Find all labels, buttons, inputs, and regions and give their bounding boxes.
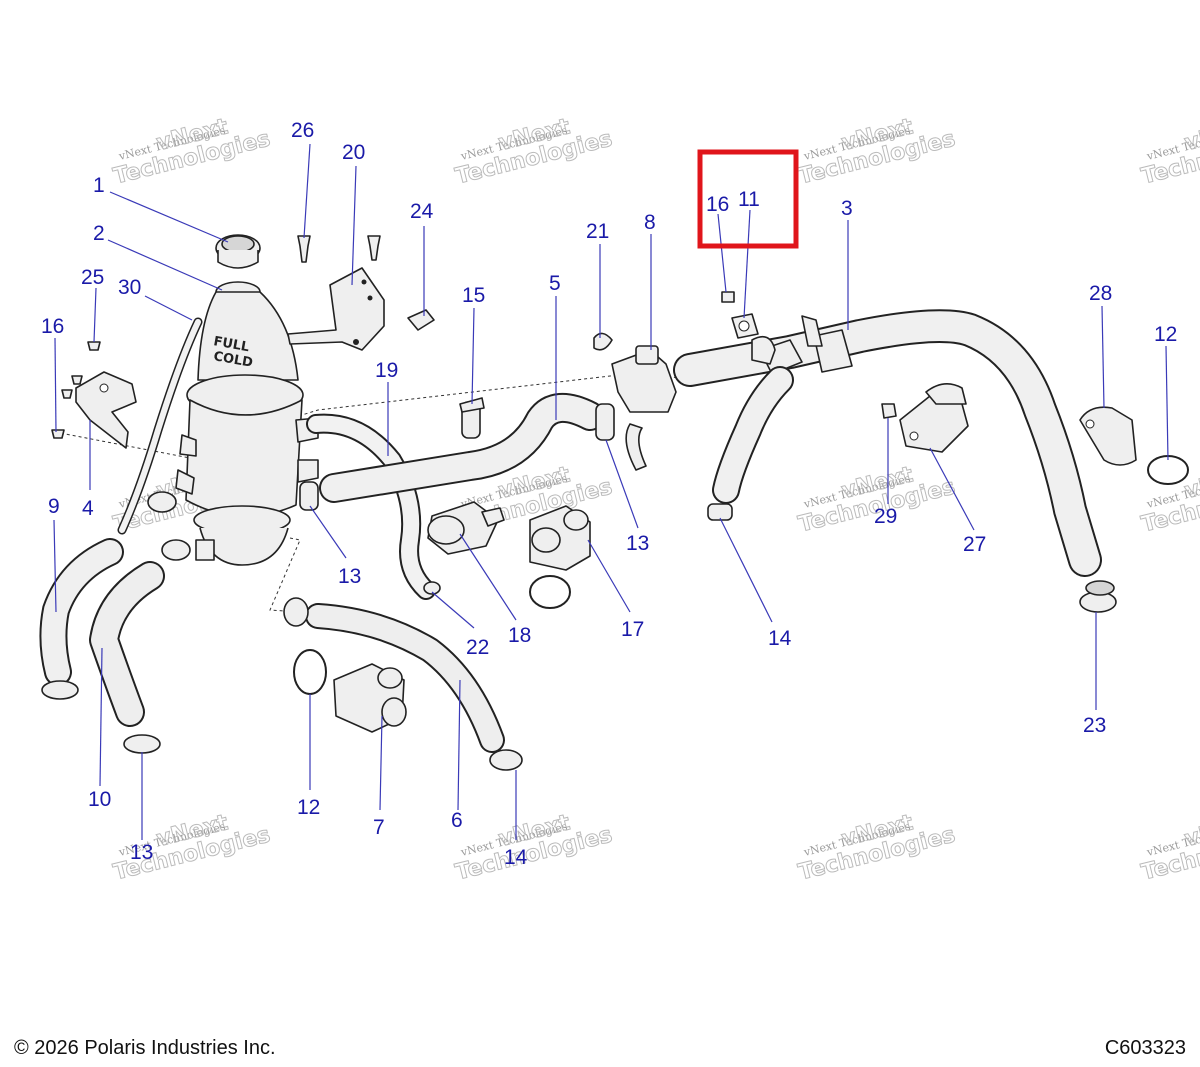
- mounting-bracket: [287, 267, 385, 351]
- svg-text:FULL: FULL: [212, 334, 250, 355]
- watermark: vNext Technologies Technologies vNext: [1139, 810, 1200, 886]
- watermark: vNext Technologies Technologies vNext: [111, 114, 274, 190]
- callout-22[interactable]: 22: [466, 636, 489, 659]
- clamp-15: [459, 397, 485, 439]
- thermostat-housing-8: [611, 345, 677, 471]
- callout-24[interactable]: 24: [410, 200, 434, 223]
- callout-11[interactable]: 11: [738, 188, 760, 211]
- nut-16: [721, 291, 735, 303]
- clamp-13-left: [147, 491, 191, 561]
- callout-6[interactable]: 6: [451, 809, 463, 832]
- clamp-22: [423, 581, 441, 595]
- callout-14-right[interactable]: 14: [768, 627, 792, 650]
- callout-9[interactable]: 9: [48, 495, 60, 518]
- callout-13-right[interactable]: 13: [626, 532, 649, 555]
- clamp-23: [1079, 580, 1117, 613]
- callout-12-left[interactable]: 12: [297, 796, 320, 819]
- parts: FULL COLD: [39, 234, 1189, 771]
- watermark: vNext Technologies Technologies vNext: [1139, 462, 1200, 538]
- callout-26[interactable]: 26: [291, 119, 314, 142]
- callout-16-left[interactable]: 16: [41, 315, 64, 338]
- watermark: vNext Technologies Technologies vNext: [1139, 114, 1200, 190]
- vent-tube: [117, 317, 203, 535]
- callout-4[interactable]: 4: [82, 497, 94, 520]
- callout-8[interactable]: 8: [644, 211, 656, 234]
- hose-10: [89, 561, 165, 754]
- callout-5[interactable]: 5: [549, 272, 561, 295]
- hose-19: [306, 413, 436, 600]
- fitting-7: [333, 663, 407, 733]
- callout-19[interactable]: 19: [375, 359, 398, 382]
- callout-25[interactable]: 25: [81, 266, 104, 289]
- callout-1[interactable]: 1: [93, 174, 105, 197]
- callout-29[interactable]: 29: [874, 505, 897, 528]
- callout-20[interactable]: 20: [342, 141, 365, 164]
- elbow-28: [1079, 406, 1137, 466]
- leader-lines: [53, 143, 1169, 840]
- fitting-11: [731, 313, 776, 365]
- callout-27[interactable]: 27: [963, 533, 986, 556]
- watermark: vNext Technologies Technologies vNext: [453, 114, 616, 190]
- coolant-reservoir: FULL COLD: [175, 281, 319, 566]
- highlight-box: [697, 149, 799, 249]
- callout-7[interactable]: 7: [373, 816, 385, 839]
- hose-5: [319, 393, 605, 503]
- screw-left: [51, 341, 101, 439]
- bracket-27: [899, 383, 969, 453]
- push-pins: [297, 235, 435, 331]
- bracket: [75, 371, 137, 449]
- callout-21[interactable]: 21: [586, 220, 609, 243]
- hose-6: [283, 597, 523, 771]
- callout-13-mid[interactable]: 13: [338, 565, 361, 588]
- callouts: 1 2 3 4 5 6 7 8 9 10 11 12 12 13 13 13 1…: [41, 119, 1177, 869]
- clamp-13-mid: [299, 481, 319, 511]
- callout-18[interactable]: 18: [508, 624, 531, 647]
- clamp-12-right: [1147, 455, 1189, 485]
- svg-text:COLD: COLD: [212, 349, 254, 371]
- callout-2[interactable]: 2: [93, 222, 105, 245]
- callout-23[interactable]: 23: [1083, 714, 1106, 737]
- copyright-notice: © 2026 Polaris Industries Inc.: [14, 1037, 276, 1059]
- fitting-17: [529, 505, 591, 609]
- housing-18: [427, 501, 505, 555]
- clamp-21: [593, 332, 613, 351]
- callout-28[interactable]: 28: [1089, 282, 1112, 305]
- callout-13-left[interactable]: 13: [130, 841, 153, 864]
- clamp-13-right: [595, 403, 615, 441]
- hose-branch: [707, 366, 794, 521]
- clamp-12-left: [293, 649, 327, 695]
- watermark: vNext Technologies Technologies vNext: [453, 810, 616, 886]
- diagram-code: C603323: [1104, 1037, 1186, 1059]
- callout-30[interactable]: 30: [118, 276, 141, 299]
- nut-29: [881, 403, 897, 419]
- callout-16-right[interactable]: 16: [706, 193, 729, 216]
- callout-3[interactable]: 3: [841, 197, 853, 220]
- callout-17[interactable]: 17: [621, 618, 644, 641]
- callout-14-bottom[interactable]: 14: [504, 846, 528, 869]
- callout-10[interactable]: 10: [88, 788, 111, 811]
- pipe-3: [673, 309, 1102, 577]
- watermark: vNext Technologies Technologies vNext: [796, 810, 959, 886]
- watermark: vNext Technologies Technologies vNext: [796, 114, 959, 190]
- callout-12-right[interactable]: 12: [1154, 323, 1177, 346]
- callout-15[interactable]: 15: [462, 284, 485, 307]
